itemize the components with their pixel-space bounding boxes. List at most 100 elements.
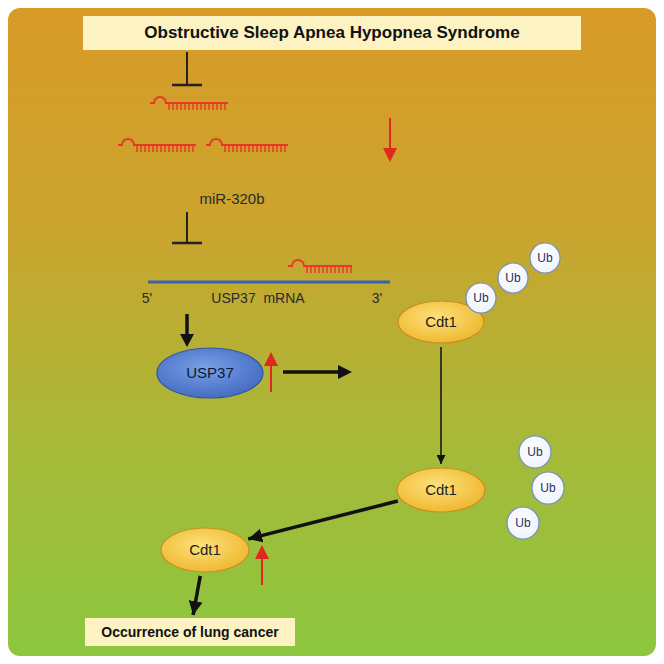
diagram-label: USP37 mRNA	[211, 290, 304, 306]
hairpin-tooth	[192, 145, 194, 152]
hairpin-tooth	[276, 145, 278, 152]
hairpin-tooth	[168, 103, 170, 110]
increase-arrow-head	[264, 352, 278, 366]
hairpin-tooth	[240, 145, 242, 152]
hairpin-tooth	[176, 145, 178, 152]
hairpin-tooth	[280, 145, 282, 152]
diagram-label: 3'	[372, 290, 382, 306]
ubiquitin-circle: Ub	[518, 435, 552, 469]
ubiquitin-circle: Ub	[497, 262, 529, 294]
syndrome-box: Obstructive Sleep Apnea Hypopnea Syndrom…	[83, 16, 581, 50]
increase-arrow	[270, 364, 272, 392]
protein-ellipse: Cdt1	[160, 527, 250, 573]
hairpin-tooth	[268, 145, 270, 152]
hairpin-tooth	[260, 145, 262, 152]
inhibit-line	[186, 52, 188, 84]
node-text: Cdt1	[425, 481, 457, 499]
node-text: Cdt1	[189, 541, 221, 559]
hairpin-tooth	[346, 266, 348, 273]
hairpin-tooth	[334, 266, 336, 273]
node-text: Cdt1	[425, 313, 457, 331]
hairpin-tooth	[176, 103, 178, 110]
ubiquitin-circle: Ub	[529, 242, 561, 274]
hairpin-tooth	[148, 145, 150, 152]
hairpin-tooth	[136, 145, 138, 152]
inhibit-bar	[172, 84, 202, 87]
hairpin-tooth	[326, 266, 328, 273]
hairpin-tooth	[152, 145, 154, 152]
hairpin-tooth	[156, 145, 158, 152]
decrease-arrow	[389, 118, 391, 152]
hairpin-tooth	[144, 145, 146, 152]
ubiquitin-circle: Ub	[465, 282, 497, 314]
hairpin-stroke	[118, 139, 196, 145]
hairpin-tooth	[350, 266, 352, 273]
decrease-arrow-head	[383, 148, 397, 162]
hairpin-tooth	[256, 145, 258, 152]
node-outline	[498, 263, 528, 293]
node-outline	[532, 472, 564, 504]
deubiquitination-arrow	[283, 370, 340, 374]
hairpin-tooth	[168, 145, 170, 152]
node-text: Ub	[515, 516, 530, 530]
hairpin-tooth	[192, 103, 194, 110]
hairpin-tooth	[180, 145, 182, 152]
hairpin-tooth	[212, 103, 214, 110]
mirna-hairpins	[118, 97, 352, 273]
node-text: Ub	[505, 271, 520, 285]
hairpin-tooth	[232, 145, 234, 152]
flow-arrow	[440, 347, 442, 464]
hairpin-tooth	[204, 103, 206, 110]
node-outline	[530, 243, 560, 273]
hairpin-tooth	[314, 266, 316, 273]
hairpin-tooth	[216, 103, 218, 110]
hairpin-tooth	[272, 145, 274, 152]
diagram-label: 5'	[142, 290, 152, 306]
inhibit-bar	[172, 242, 202, 245]
hairpin-tooth	[172, 145, 174, 152]
mrna-strand	[148, 281, 390, 284]
protein-ellipse: Cdt1	[396, 467, 486, 513]
enzyme-ellipse: USP37	[156, 347, 264, 399]
hairpin-tooth	[284, 145, 286, 152]
hairpin-tooth	[338, 266, 340, 273]
hairpin-tooth	[306, 266, 308, 273]
hairpin-tooth	[236, 145, 238, 152]
node-text: Occurrence of lung cancer	[101, 624, 278, 641]
node-outline	[507, 507, 539, 539]
hairpin-tooth	[220, 103, 222, 110]
increase-arrow	[261, 557, 263, 585]
translation-arrow	[185, 314, 189, 336]
hairpin-stroke	[150, 97, 228, 103]
hairpin-tooth	[264, 145, 266, 152]
hairpin-tooth	[248, 145, 250, 152]
hairpin-stroke	[288, 260, 352, 266]
hairpin-tooth	[160, 145, 162, 152]
node-outline	[85, 618, 295, 646]
increase-arrow-head	[255, 545, 269, 559]
hairpin-tooth	[164, 145, 166, 152]
hairpin-tooth	[322, 266, 324, 273]
hairpin-tooth	[188, 103, 190, 110]
background-panel	[8, 8, 656, 656]
hairpin-tooth	[200, 103, 202, 110]
hairpin-tooth	[228, 145, 230, 152]
hairpin-tooth	[188, 145, 190, 152]
node-text: Ub	[527, 445, 542, 459]
hairpin-tooth	[318, 266, 320, 273]
node-outline	[519, 436, 551, 468]
ubiquitin-circle: Ub	[506, 506, 540, 540]
hairpin-tooth	[196, 103, 198, 110]
ubiquitin-circle: Ub	[531, 471, 565, 505]
node-text: Ub	[540, 481, 555, 495]
hairpin-tooth	[224, 145, 226, 152]
hairpin-tooth	[140, 145, 142, 152]
hairpin-tooth	[252, 145, 254, 152]
hairpin-stroke	[206, 139, 288, 145]
hairpin-tooth	[184, 145, 186, 152]
hairpin-tooth	[180, 103, 182, 110]
node-outline	[161, 528, 249, 572]
node-outline	[466, 283, 496, 313]
diagram-label: miR-320b	[199, 190, 264, 207]
